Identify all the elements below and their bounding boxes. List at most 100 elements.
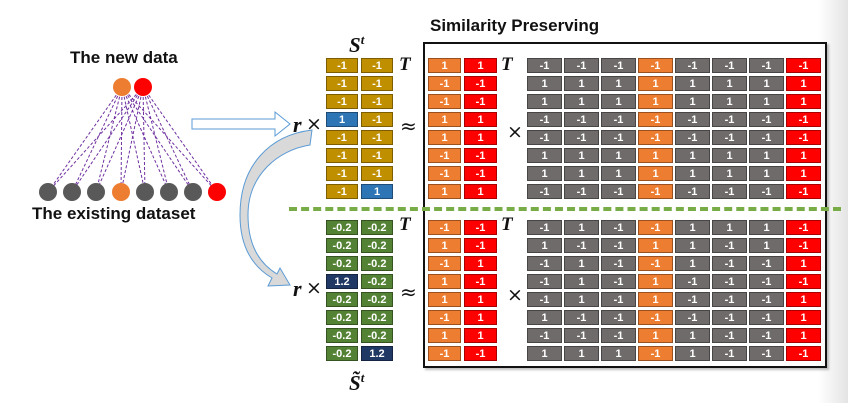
hollow-right-arrow <box>191 110 291 138</box>
bottom-existing-code-matrix-cell: -1 <box>712 328 747 343</box>
top-existing-code-matrix-cell: -1 <box>786 184 821 199</box>
top-existing-code-matrix-cell: 1 <box>564 94 599 109</box>
transpose-bottom-s: T <box>399 214 411 235</box>
bottom-existing-code-matrix-cell: -1 <box>527 256 562 271</box>
bottom-existing-code-matrix-cell: -1 <box>786 220 821 235</box>
top-existing-code-matrix-cell: 1 <box>601 148 636 163</box>
bottom-existing-code-matrix-cell: -1 <box>675 310 710 325</box>
graph-edge <box>95 86 144 193</box>
top-existing-code-matrix-cell: 1 <box>638 166 673 181</box>
top-new-code-matrix-cell: -1 <box>428 94 461 109</box>
top-existing-code-matrix-cell: 1 <box>712 166 747 181</box>
bottom-s-tilde-matrix-cell: -0.2 <box>361 328 393 343</box>
graph-edge <box>71 86 144 193</box>
top-existing-code-matrix-cell: 1 <box>675 166 710 181</box>
graph-edge <box>95 86 123 193</box>
times-symbol-bottom-inner: × <box>507 284 523 306</box>
top-new-code-matrix-cell: -1 <box>428 166 461 181</box>
existing-data-node <box>87 183 105 201</box>
bottom-new-code-matrix-cell: -1 <box>464 220 497 235</box>
bottom-existing-code-matrix-cell: -1 <box>638 220 673 235</box>
graph-nodes <box>39 78 226 201</box>
top-existing-code-matrix-cell: 1 <box>749 76 784 91</box>
bottom-existing-code-matrix-cell: 1 <box>786 292 821 307</box>
s-label: St <box>349 32 364 58</box>
top-existing-code-matrix-cell: 1 <box>564 76 599 91</box>
top-existing-code-matrix-cell: -1 <box>527 184 562 199</box>
bottom-existing-code-matrix-cell: -1 <box>638 310 673 325</box>
top-existing-code-matrix-cell: 1 <box>675 94 710 109</box>
bottom-existing-code-matrix-cell: -1 <box>601 328 636 343</box>
graph-edge <box>121 86 218 193</box>
top-existing-code-matrix-cell: -1 <box>638 58 673 73</box>
top-s-matrix-cell: -1 <box>361 58 393 73</box>
bottom-new-code-matrix-cell: 1 <box>464 292 497 307</box>
top-existing-code-matrix-cell: -1 <box>601 112 636 127</box>
top-new-code-matrix-cell: -1 <box>464 94 497 109</box>
top-existing-code-matrix-cell: 1 <box>601 94 636 109</box>
top-s-matrix-cell: -1 <box>326 184 358 199</box>
graph-edge <box>121 86 170 193</box>
top-existing-code-matrix-cell: -1 <box>564 58 599 73</box>
bottom-existing-code-matrix-cell: -1 <box>749 328 784 343</box>
top-new-code-matrix-cell: 1 <box>428 184 461 199</box>
bottom-s-tilde-matrix-cell: -0.2 <box>326 310 358 325</box>
top-existing-code-matrix-cell: 1 <box>601 76 636 91</box>
bottom-existing-code-matrix-cell: -1 <box>712 256 747 271</box>
graph-edge <box>142 86 194 193</box>
top-existing-code-matrix-cell: 1 <box>786 148 821 163</box>
top-existing-code-matrix-cell: -1 <box>601 130 636 145</box>
top-new-code-matrix-cell: 1 <box>428 58 461 73</box>
bottom-existing-code-matrix-cell: 1 <box>527 346 562 361</box>
bottom-new-code-matrix-cell: 1 <box>464 256 497 271</box>
existing-data-node <box>136 183 154 201</box>
top-existing-code-matrix-cell: 1 <box>675 76 710 91</box>
s-tilde-superscript: t <box>360 370 365 385</box>
bottom-s-tilde-matrix-cell: -0.2 <box>361 292 393 307</box>
bottom-existing-code-matrix-cell: -1 <box>712 292 747 307</box>
graph-edge <box>142 86 146 193</box>
bottom-s-tilde-matrix-cell: -0.2 <box>326 238 358 253</box>
top-existing-code-matrix-cell: -1 <box>564 112 599 127</box>
bottom-existing-code-matrix-cell: 1 <box>638 238 673 253</box>
top-existing-code-matrix-cell: -1 <box>638 112 673 127</box>
top-existing-code-matrix-cell: -1 <box>786 112 821 127</box>
bottom-existing-code-matrix-cell: -1 <box>527 292 562 307</box>
bottom-existing-code-matrix-cell: 1 <box>749 238 784 253</box>
existing-data-node <box>160 183 178 201</box>
bottom-s-tilde-matrix-cell: -0.2 <box>361 256 393 271</box>
top-s-matrix-cell: -1 <box>361 76 393 91</box>
bottom-existing-code-matrix-cell: -1 <box>564 310 599 325</box>
top-existing-code-matrix-cell: -1 <box>638 184 673 199</box>
top-existing-code-matrix-cell: 1 <box>675 148 710 163</box>
existing-dataset-label: The existing dataset <box>32 204 196 223</box>
top-new-code-matrix-cell: 1 <box>428 130 461 145</box>
bottom-new-code-matrix-cell: -1 <box>428 310 461 325</box>
bottom-s-tilde-matrix-cell: -0.2 <box>326 220 358 235</box>
top-existing-code-matrix-cell: -1 <box>675 184 710 199</box>
graph-edge <box>71 86 123 193</box>
top-new-code-matrix-cell: 1 <box>428 112 461 127</box>
graph-edge <box>47 86 123 193</box>
bottom-existing-code-matrix-cell: 1 <box>675 328 710 343</box>
bottom-s-tilde-matrix-cell: -0.2 <box>326 256 358 271</box>
approx-symbol-top: ≈ <box>400 114 417 138</box>
existing-data-node <box>39 183 57 201</box>
bottom-s-tilde-matrix-cell: -0.2 <box>361 274 393 289</box>
bottom-existing-code-matrix-cell: 1 <box>675 238 710 253</box>
top-existing-code-matrix-cell: -1 <box>638 130 673 145</box>
s-tilde-symbol: S̃ <box>349 371 361 395</box>
bottom-s-tilde-matrix-cell: -0.2 <box>361 238 393 253</box>
top-existing-code-matrix-cell: -1 <box>527 58 562 73</box>
times-symbol-top: × <box>306 113 322 135</box>
bottom-existing-code-matrix-cell: -1 <box>601 310 636 325</box>
existing-data-node <box>184 183 202 201</box>
bottom-s-tilde-matrix-cell: -0.2 <box>361 220 393 235</box>
top-existing-code-matrix-cell: 1 <box>564 148 599 163</box>
bottom-existing-code-matrix-cell: -1 <box>527 220 562 235</box>
top-existing-code-matrix-cell: -1 <box>786 130 821 145</box>
bottom-new-code-matrix-cell: -1 <box>428 346 461 361</box>
bottom-existing-code-matrix-cell: -1 <box>601 238 636 253</box>
new-data-label: The new data <box>70 48 178 67</box>
top-existing-code-matrix-cell: 1 <box>786 76 821 91</box>
